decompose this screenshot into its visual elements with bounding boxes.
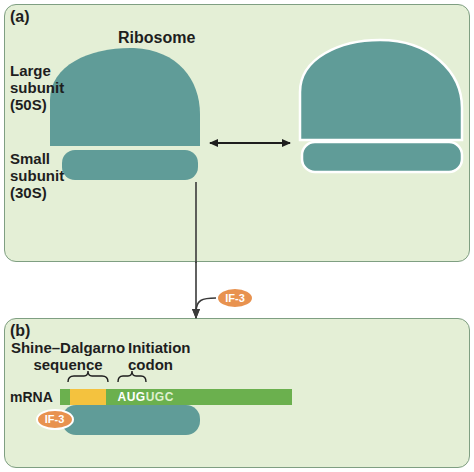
title-label: Ribosome [118, 29, 228, 46]
panel-tag: (a) [10, 8, 30, 26]
factor-name: IF-3 [45, 413, 65, 425]
equilibrium-arrow [210, 142, 290, 144]
part-label: mRNA [10, 389, 58, 406]
factor-oval: IF-3 [216, 287, 254, 309]
part-label: Initiation codon [128, 339, 210, 373]
factor-name: IF-3 [225, 292, 245, 304]
small-subunit-shape [62, 405, 200, 435]
factor-oval: IF-3 [36, 409, 74, 430]
mrna-strand: AUGUGC [60, 389, 292, 405]
flow-arrow [196, 298, 216, 318]
arrow-stem [195, 182, 197, 263]
panel-tag: (b) [10, 322, 30, 340]
codon-text: AUG [118, 389, 146, 405]
part-label: Shine–Dalgarno sequence [6, 339, 130, 373]
small-subunit-shape [62, 150, 198, 180]
part-label: Large subunit (50S) [10, 62, 82, 113]
codon-row: AUGUGC [118, 389, 174, 405]
part-label: Small subunit (30S) [10, 150, 82, 201]
codon-text: UGC [146, 389, 174, 405]
small-subunit-shape [302, 142, 462, 172]
